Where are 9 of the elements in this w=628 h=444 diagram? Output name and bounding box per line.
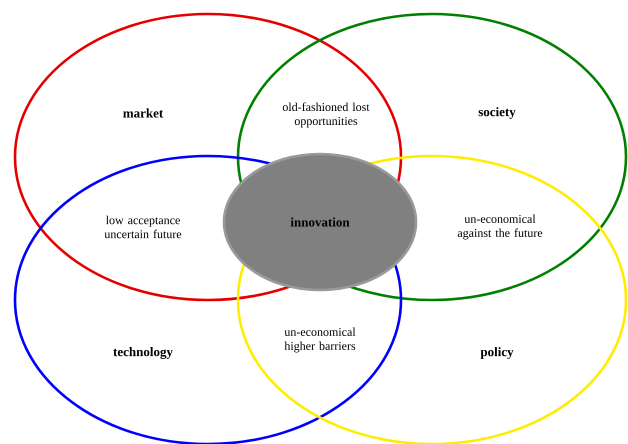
overlap-label: low acceptance uncertain future xyxy=(104,216,182,238)
overlap-label: un-economical higher barriers xyxy=(284,328,356,352)
ellipse-label: society xyxy=(478,107,516,119)
ellipse-label: technology xyxy=(113,347,173,359)
ellipse-label: innovation xyxy=(290,217,350,227)
ellipse-label: market xyxy=(123,108,164,118)
overlap-label: un-economical against the future xyxy=(458,214,542,240)
ellipse-label: policy xyxy=(480,347,514,359)
overlap-label: old-fashioned lost opportunities xyxy=(282,102,370,128)
